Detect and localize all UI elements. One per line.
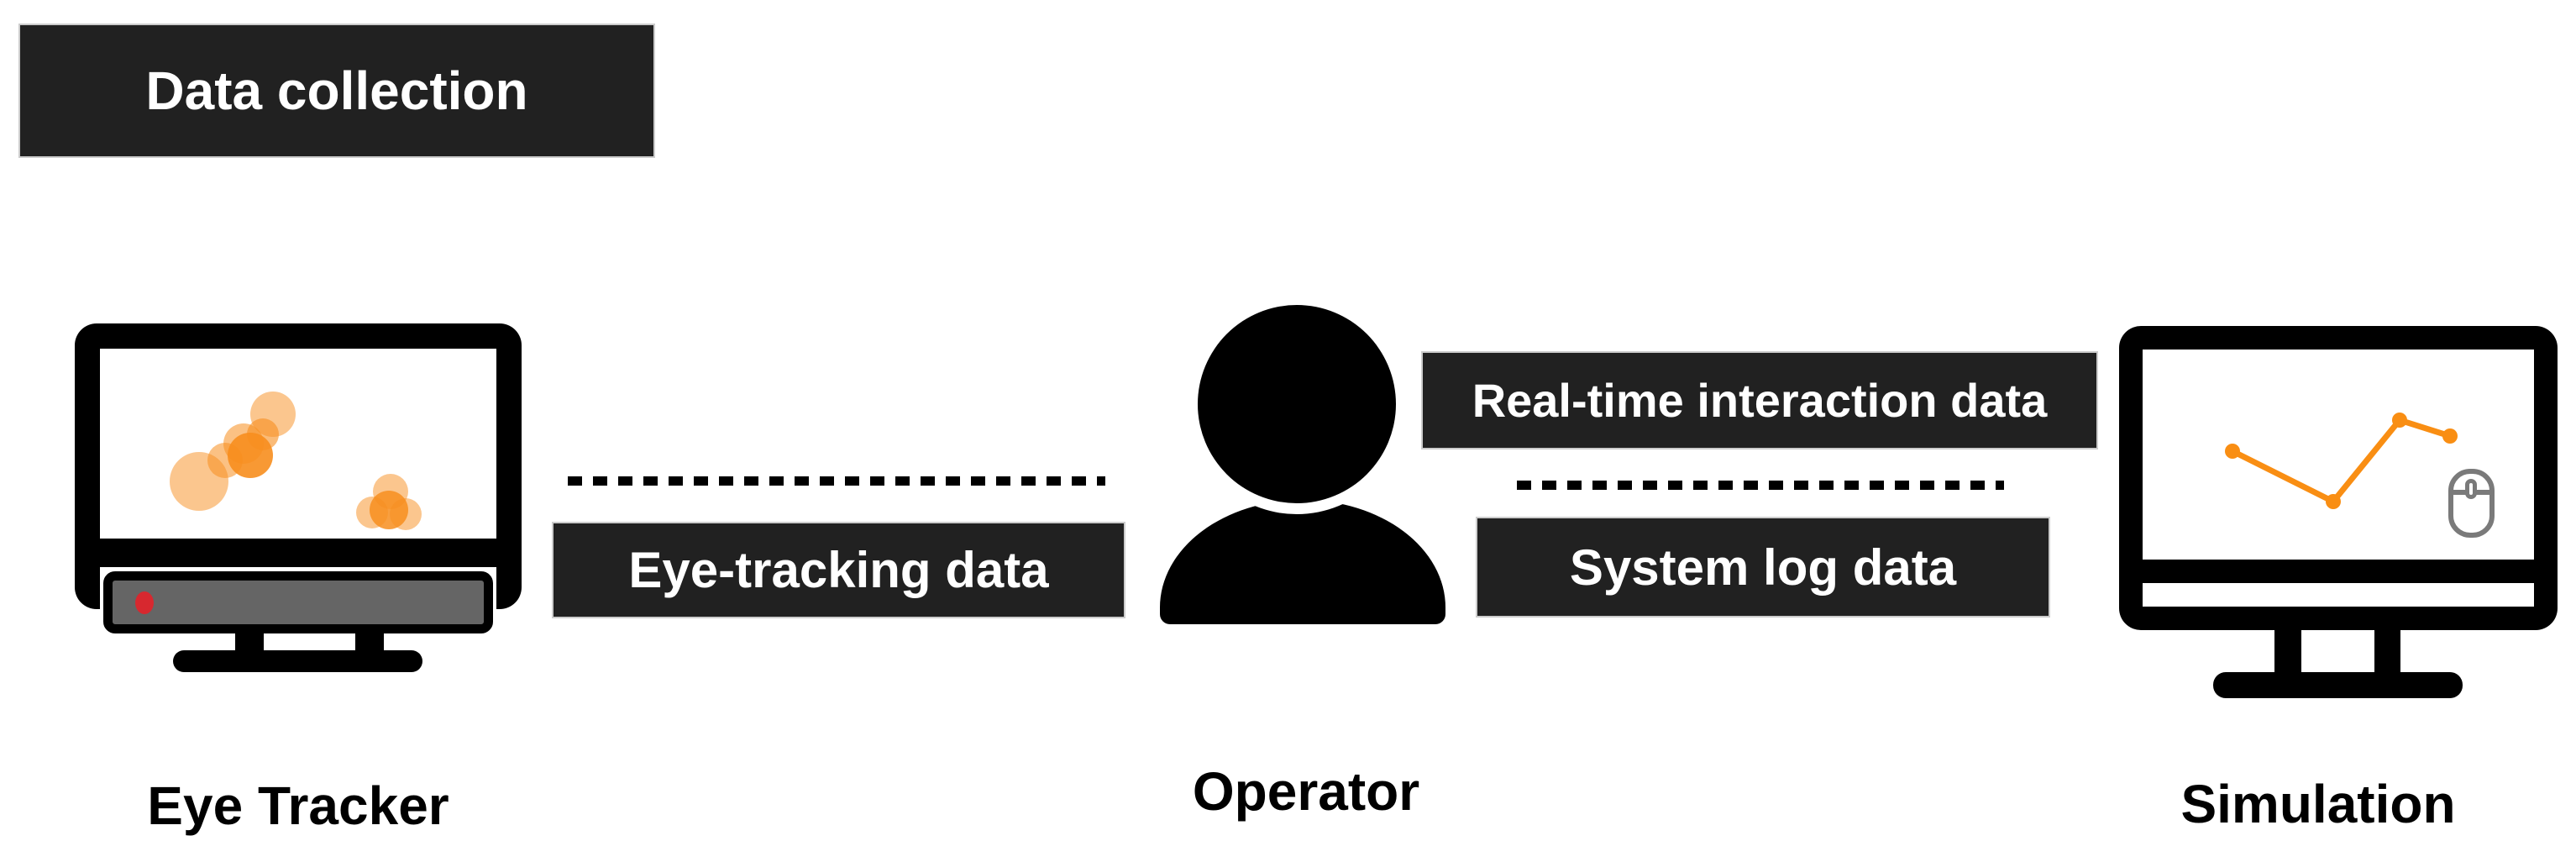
monitor-bottom-bezel bbox=[2143, 560, 2534, 583]
person-icon bbox=[1198, 305, 1396, 503]
data-collection-label-box: Data collection bbox=[18, 24, 655, 158]
system-log-data-label-box: System log data bbox=[1476, 517, 2050, 618]
mouse-scroll-wheel bbox=[2465, 479, 2477, 499]
eye-tracker-caption: Eye Tracker bbox=[147, 775, 449, 836]
eye-tracker-device-icon bbox=[103, 571, 493, 633]
line-chart-icon bbox=[2225, 413, 2458, 509]
simulation-caption: Simulation bbox=[2180, 774, 2456, 834]
monitor-stand-base bbox=[173, 650, 422, 672]
monitor-stand-leg bbox=[2274, 628, 2301, 674]
system-log-data-label: System log data bbox=[1569, 539, 1957, 596]
gaze-point bbox=[370, 491, 408, 529]
real-time-interaction-data-label: Real-time interaction data bbox=[1472, 374, 2048, 427]
real-time-interaction-data-label-box: Real-time interaction data bbox=[1421, 351, 2098, 449]
monitor-stand-leg bbox=[2374, 628, 2400, 674]
gaze-point bbox=[228, 433, 273, 478]
monitor-stand-leg bbox=[355, 632, 384, 652]
mouse-icon bbox=[2448, 469, 2495, 538]
monitor-bottom-bezel bbox=[100, 539, 496, 567]
eye-tracking-data-label: Eye-tracking data bbox=[628, 542, 1049, 598]
eye-tracking-data-label-box: Eye-tracking data bbox=[552, 522, 1125, 618]
eye-tracking-connector-line bbox=[568, 476, 1105, 486]
monitor-stand-base bbox=[2213, 672, 2463, 698]
monitor-stand-leg bbox=[235, 632, 264, 652]
system-log-connector-line bbox=[1517, 481, 2004, 490]
gaze-point bbox=[250, 392, 296, 437]
record-light bbox=[135, 591, 154, 614]
data-collection-label: Data collection bbox=[145, 60, 528, 121]
operator-caption: Operator bbox=[1192, 761, 1420, 822]
